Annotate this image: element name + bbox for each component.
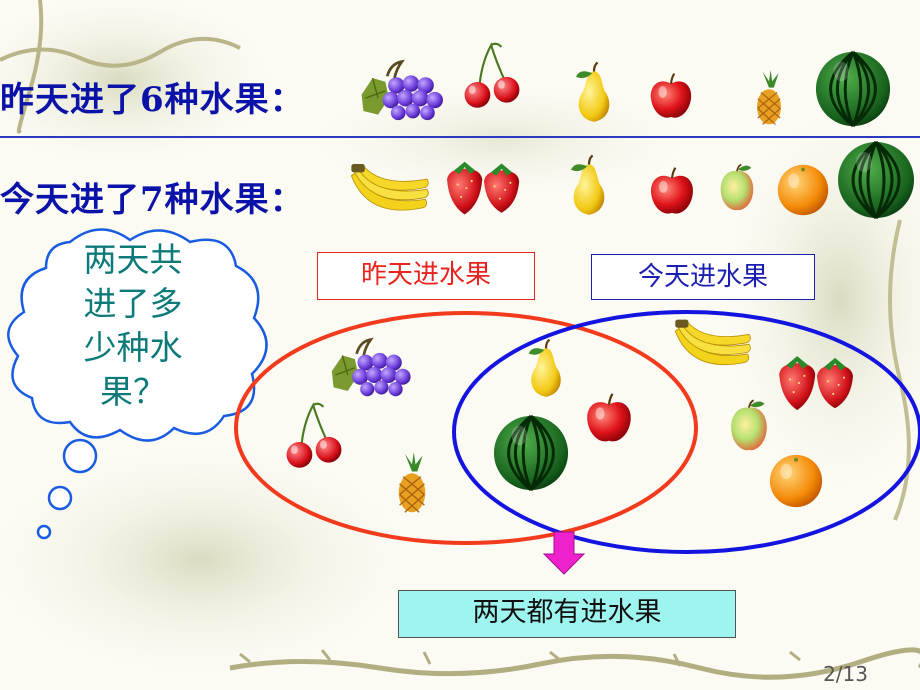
pear-icon	[520, 338, 572, 402]
cherries-icon	[284, 400, 344, 472]
today-ellipse	[452, 310, 920, 554]
orange-icon	[766, 452, 826, 510]
today-label: 今天进水果	[591, 254, 815, 300]
question-line: 两天共	[83, 240, 183, 279]
yesterday-fruit-heading: 昨天进了6种水果：	[0, 80, 305, 120]
both-days-label: 两天都有进水果	[398, 590, 736, 638]
question-text: 两天共 进了多 少种水 果？	[58, 238, 208, 414]
yesterday-ellipse	[234, 311, 698, 545]
bananas-icon	[672, 314, 754, 376]
question-line: 少种水	[83, 328, 183, 367]
yesterday-label: 昨天进水果	[317, 252, 535, 300]
thought-cloud	[7, 228, 268, 540]
grapes-icon	[322, 336, 416, 398]
today-fruit-heading: 今天进了7种水果：	[0, 180, 305, 220]
pineapple-icon	[394, 452, 430, 514]
apple-icon	[582, 392, 636, 446]
watermelon-icon	[492, 414, 570, 492]
question-line: 进了多	[83, 284, 183, 323]
strawberries-icon	[772, 350, 862, 418]
page-number: 2/13	[823, 662, 868, 686]
down-arrow-icon	[542, 531, 586, 575]
peach-icon	[726, 396, 772, 456]
question-line: 果？	[100, 372, 166, 411]
